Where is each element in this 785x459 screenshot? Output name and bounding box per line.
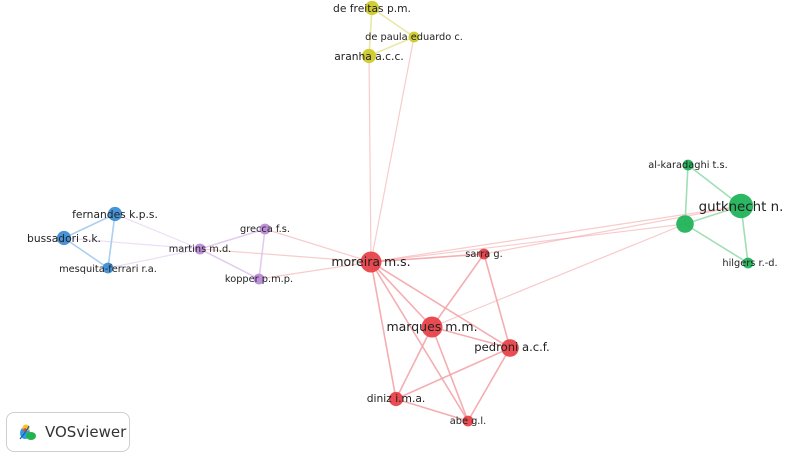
- nodes-layer: [56, 0, 754, 427]
- node-gutknecht-circle[interactable]: [728, 193, 754, 219]
- link-moreira-kopper: [258, 261, 372, 280]
- link-moreira-greenhub: [370, 223, 686, 263]
- node-mesquita-ferrari-label[interactable]: mesquita-ferrari r.a.: [59, 264, 157, 275]
- link-martins-bussadori: [63, 237, 201, 250]
- link-marques-sarra: [431, 253, 485, 328]
- link-martins-fernandes: [114, 213, 201, 250]
- link-moreira-gutknecht: [370, 205, 742, 263]
- node-moreira-circle[interactable]: [360, 251, 382, 273]
- link-moreira-marques: [370, 261, 433, 328]
- vosviewer-logo-icon: [19, 424, 36, 440]
- node-aranha-label[interactable]: aranha a.c.c.: [334, 50, 403, 63]
- node-gutknecht-label[interactable]: gutknecht n.: [699, 200, 784, 215]
- link-moreira-pedroni: [370, 261, 511, 349]
- link-moreira-martins: [199, 248, 372, 263]
- node-grecca-circle[interactable]: [259, 223, 271, 235]
- node-kopper-circle[interactable]: [253, 273, 265, 285]
- link-sarra-gutknecht: [483, 205, 742, 255]
- link-marques-greenhub: [431, 223, 686, 328]
- node-de-paula-label[interactable]: de paula eduardo c.: [365, 32, 463, 43]
- link-moreira-diniz: [370, 261, 397, 400]
- node-fernandes-circle[interactable]: [107, 206, 123, 222]
- node-abe-circle[interactable]: [462, 415, 474, 427]
- node-grecca-label[interactable]: grecca f.s.: [240, 224, 290, 235]
- node-aranha-circle[interactable]: [361, 48, 377, 64]
- node-mesquita-ferrari-circle[interactable]: [102, 262, 114, 274]
- link-moreira-grecca: [264, 228, 372, 263]
- link-bussadori-mesquita: [63, 237, 109, 269]
- vosviewer-logo-text: VOSviewer: [45, 423, 127, 441]
- link-diniz-abe: [395, 398, 469, 422]
- node-sarra-label[interactable]: sarra g.: [465, 249, 502, 260]
- links-layer: [63, 7, 749, 422]
- link-defreitas-depaula: [371, 7, 415, 38]
- link-greenhub-alkaradaghi: [684, 164, 689, 225]
- link-marques-pedroni: [431, 326, 511, 349]
- link-pedroni-diniz: [395, 347, 511, 400]
- node-kopper-label[interactable]: kopper p.m.p.: [225, 274, 293, 285]
- node-bussadori-label[interactable]: bussadori s.k.: [27, 232, 101, 245]
- vosviewer-logo: VOSviewer: [6, 412, 130, 452]
- node-de-freitas-label[interactable]: de freitas p.m.: [333, 2, 411, 15]
- node-moreira-label[interactable]: moreira m.s.: [331, 254, 410, 269]
- node-diniz-circle[interactable]: [388, 391, 404, 407]
- node-sarra-circle[interactable]: [478, 248, 490, 260]
- link-fernandes-mesquita: [107, 213, 116, 269]
- link-aranha-depaula: [368, 36, 415, 57]
- labels-layer: moreira m.s. marques m.m. pedroni a.c.f. sa…: [27, 2, 783, 427]
- link-martins-grecca: [199, 228, 266, 250]
- node-pedroni-circle[interactable]: [501, 339, 519, 357]
- node-de-freitas-circle[interactable]: [364, 0, 380, 16]
- link-moreira-abe: [370, 261, 469, 422]
- node-abe-label[interactable]: abe g.l.: [450, 416, 487, 427]
- link-fernandes-bussadori: [63, 213, 116, 239]
- link-grecca-kopper: [258, 228, 266, 280]
- node-al-karadaghi-label[interactable]: al-karadaghi t.s.: [648, 160, 727, 171]
- link-greenhub-hilgers: [684, 223, 749, 264]
- node-marques-label[interactable]: marques m.m.: [386, 319, 477, 334]
- node-bussadori-circle[interactable]: [56, 230, 72, 246]
- link-marques-diniz: [395, 326, 433, 400]
- node-pedroni-label[interactable]: pedroni a.c.f.: [474, 340, 549, 354]
- node-marques-circle[interactable]: [421, 316, 443, 338]
- link-moreira-aranha: [368, 55, 372, 263]
- node-hilgers-label[interactable]: hilgers r.-d.: [722, 258, 777, 269]
- link-moreira-sarra: [370, 253, 485, 263]
- node-martins-label[interactable]: martins m.d.: [169, 244, 232, 255]
- node-de-paula-circle[interactable]: [408, 31, 420, 43]
- node-hilgers-circle[interactable]: [742, 257, 754, 269]
- node-martins-circle[interactable]: [194, 243, 206, 255]
- node-diniz-label[interactable]: diniz i.m.a.: [367, 392, 426, 405]
- node-al-karadaghi-circle[interactable]: [682, 159, 694, 171]
- node-fernandes-label[interactable]: fernandes k.p.s.: [72, 208, 158, 221]
- link-moreira-depaula: [370, 36, 415, 263]
- link-aranha-defreitas: [368, 7, 373, 57]
- node-green-unlabeled-circle[interactable]: [676, 215, 694, 233]
- link-martins-mesquita: [107, 248, 201, 269]
- link-martins-kopper: [199, 248, 260, 280]
- link-pedroni-abe: [467, 347, 511, 422]
